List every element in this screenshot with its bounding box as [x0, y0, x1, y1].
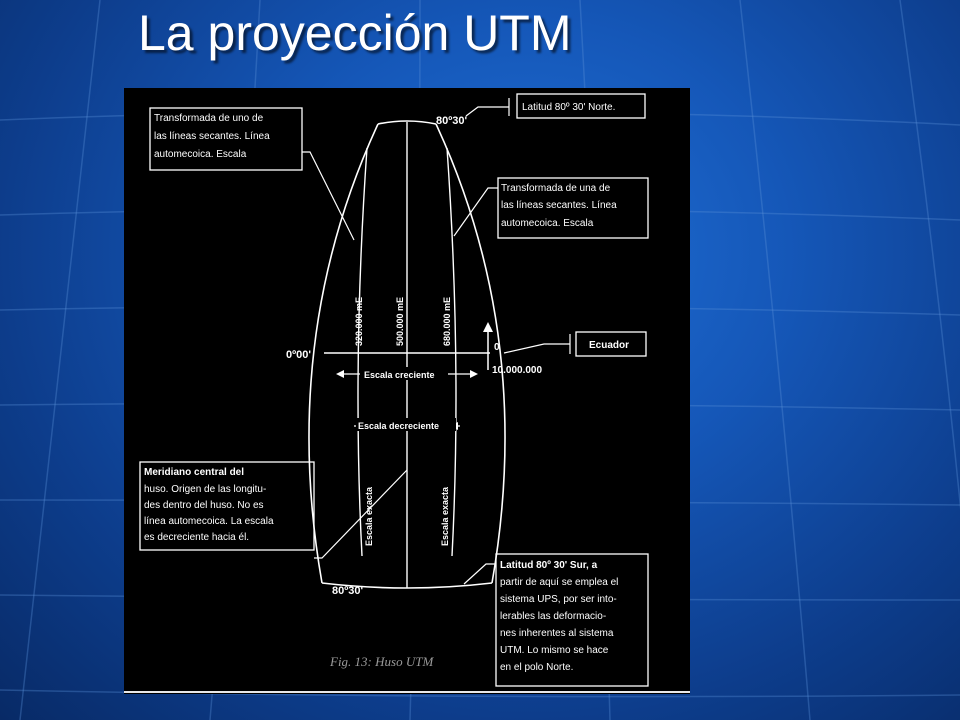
- bottom-left-box-line-2: huso. Origen de las longitu-: [144, 484, 266, 495]
- bottom-right-box-line-6: UTM. Lo mismo se hace: [500, 645, 609, 656]
- equator-leader-line: [503, 334, 571, 354]
- bottom-right-box-line-4: lerables las deformacio-: [500, 611, 606, 622]
- top-left-box-line-1: Transformada de uno de: [154, 113, 264, 124]
- slide-title: La proyección UTM: [138, 5, 572, 61]
- secant-line-left: [357, 147, 368, 557]
- top-left-annotation-box: [149, 107, 303, 171]
- bottom-left-box-line-4: línea automecoica. La escala: [144, 516, 274, 527]
- bottom-left-box-line-3: des dentro del huso. No es: [144, 500, 264, 511]
- north-latitude-box-text: Latitud 80º 30' Norte.: [522, 102, 615, 113]
- top-latitude-label: 80º30': [436, 115, 467, 127]
- top-left-box-line-3: automecoica. Escala: [154, 149, 247, 160]
- north-latitude-leader-line: [465, 98, 510, 117]
- equator-box: [575, 331, 647, 357]
- top-left-box-line-2: las líneas secantes. Línea: [154, 131, 270, 142]
- bottom-latitude-label: 80º30': [332, 585, 363, 597]
- secant-line-right: [446, 147, 457, 557]
- scale-increasing-label: Escala creciente: [364, 370, 435, 380]
- bottom-right-box-line-3: sistema UPS, por ser into-: [500, 594, 617, 605]
- equator-longitude-label: 0º00': [286, 349, 311, 361]
- equator-box-text: Ecuador: [589, 340, 629, 351]
- mid-right-box-line-1: Transformada de una de: [501, 183, 611, 194]
- zone-outline-right: [435, 123, 506, 584]
- exact-scale-label-right: Escala exacta: [440, 486, 450, 546]
- utm-zone-figure: 80º30' 80º30' 0º00' 320.000 mE 500.000 m…: [124, 88, 690, 694]
- scale-decreasing-label: Escala decreciente: [358, 421, 439, 431]
- meridian-label-680000: 680.000 mE: [442, 297, 452, 346]
- south-latitude-annotation-box: [495, 553, 649, 687]
- bottom-right-box-line-1: Latitud 80º 30' Sur, a: [500, 560, 598, 571]
- south-value-label: 10.000.000: [492, 365, 542, 376]
- exact-scale-label-left: Escala exacta: [364, 486, 374, 546]
- meridian-label-500000: 500.000 mE: [395, 297, 405, 346]
- mid-right-annotation-box: [497, 177, 649, 239]
- central-meridian-leader-line: [314, 469, 408, 559]
- northing-arrow-head: [483, 322, 493, 332]
- zone-top-parallel: [377, 120, 437, 125]
- mid-right-box-line-3: automecoica. Escala: [501, 218, 594, 229]
- scale-increasing-arrowhead-right: [470, 370, 478, 378]
- south-latitude-leader-line: [463, 563, 496, 585]
- mid-right-leader-line: [453, 187, 498, 237]
- bottom-right-box-line-2: partir de aquí se emplea el: [500, 577, 618, 588]
- north-latitude-box: [516, 93, 646, 119]
- bottom-right-box-line-5: nes inherentes al sistema: [500, 628, 614, 639]
- north-value-label: 0: [494, 342, 500, 353]
- meridian-label-320000: 320.000 mE: [354, 297, 364, 346]
- zone-outline-left: [308, 123, 379, 584]
- scale-increasing-label-bg: [360, 367, 448, 380]
- bottom-left-box-line-1: Meridiano central del: [144, 467, 244, 478]
- bottom-right-box-line-7: en el polo Norte.: [500, 662, 573, 673]
- scale-increasing-arrowhead-left: [336, 370, 344, 378]
- top-left-leader-line: [302, 151, 355, 241]
- figure-caption: Fig. 13: Huso UTM: [329, 654, 434, 669]
- scale-decreasing-label-bg: [356, 418, 456, 431]
- central-meridian-annotation-box: [139, 461, 315, 551]
- mid-right-box-line-2: las líneas secantes. Línea: [501, 200, 617, 211]
- bottom-left-box-line-5: es decreciente hacia él.: [144, 532, 249, 543]
